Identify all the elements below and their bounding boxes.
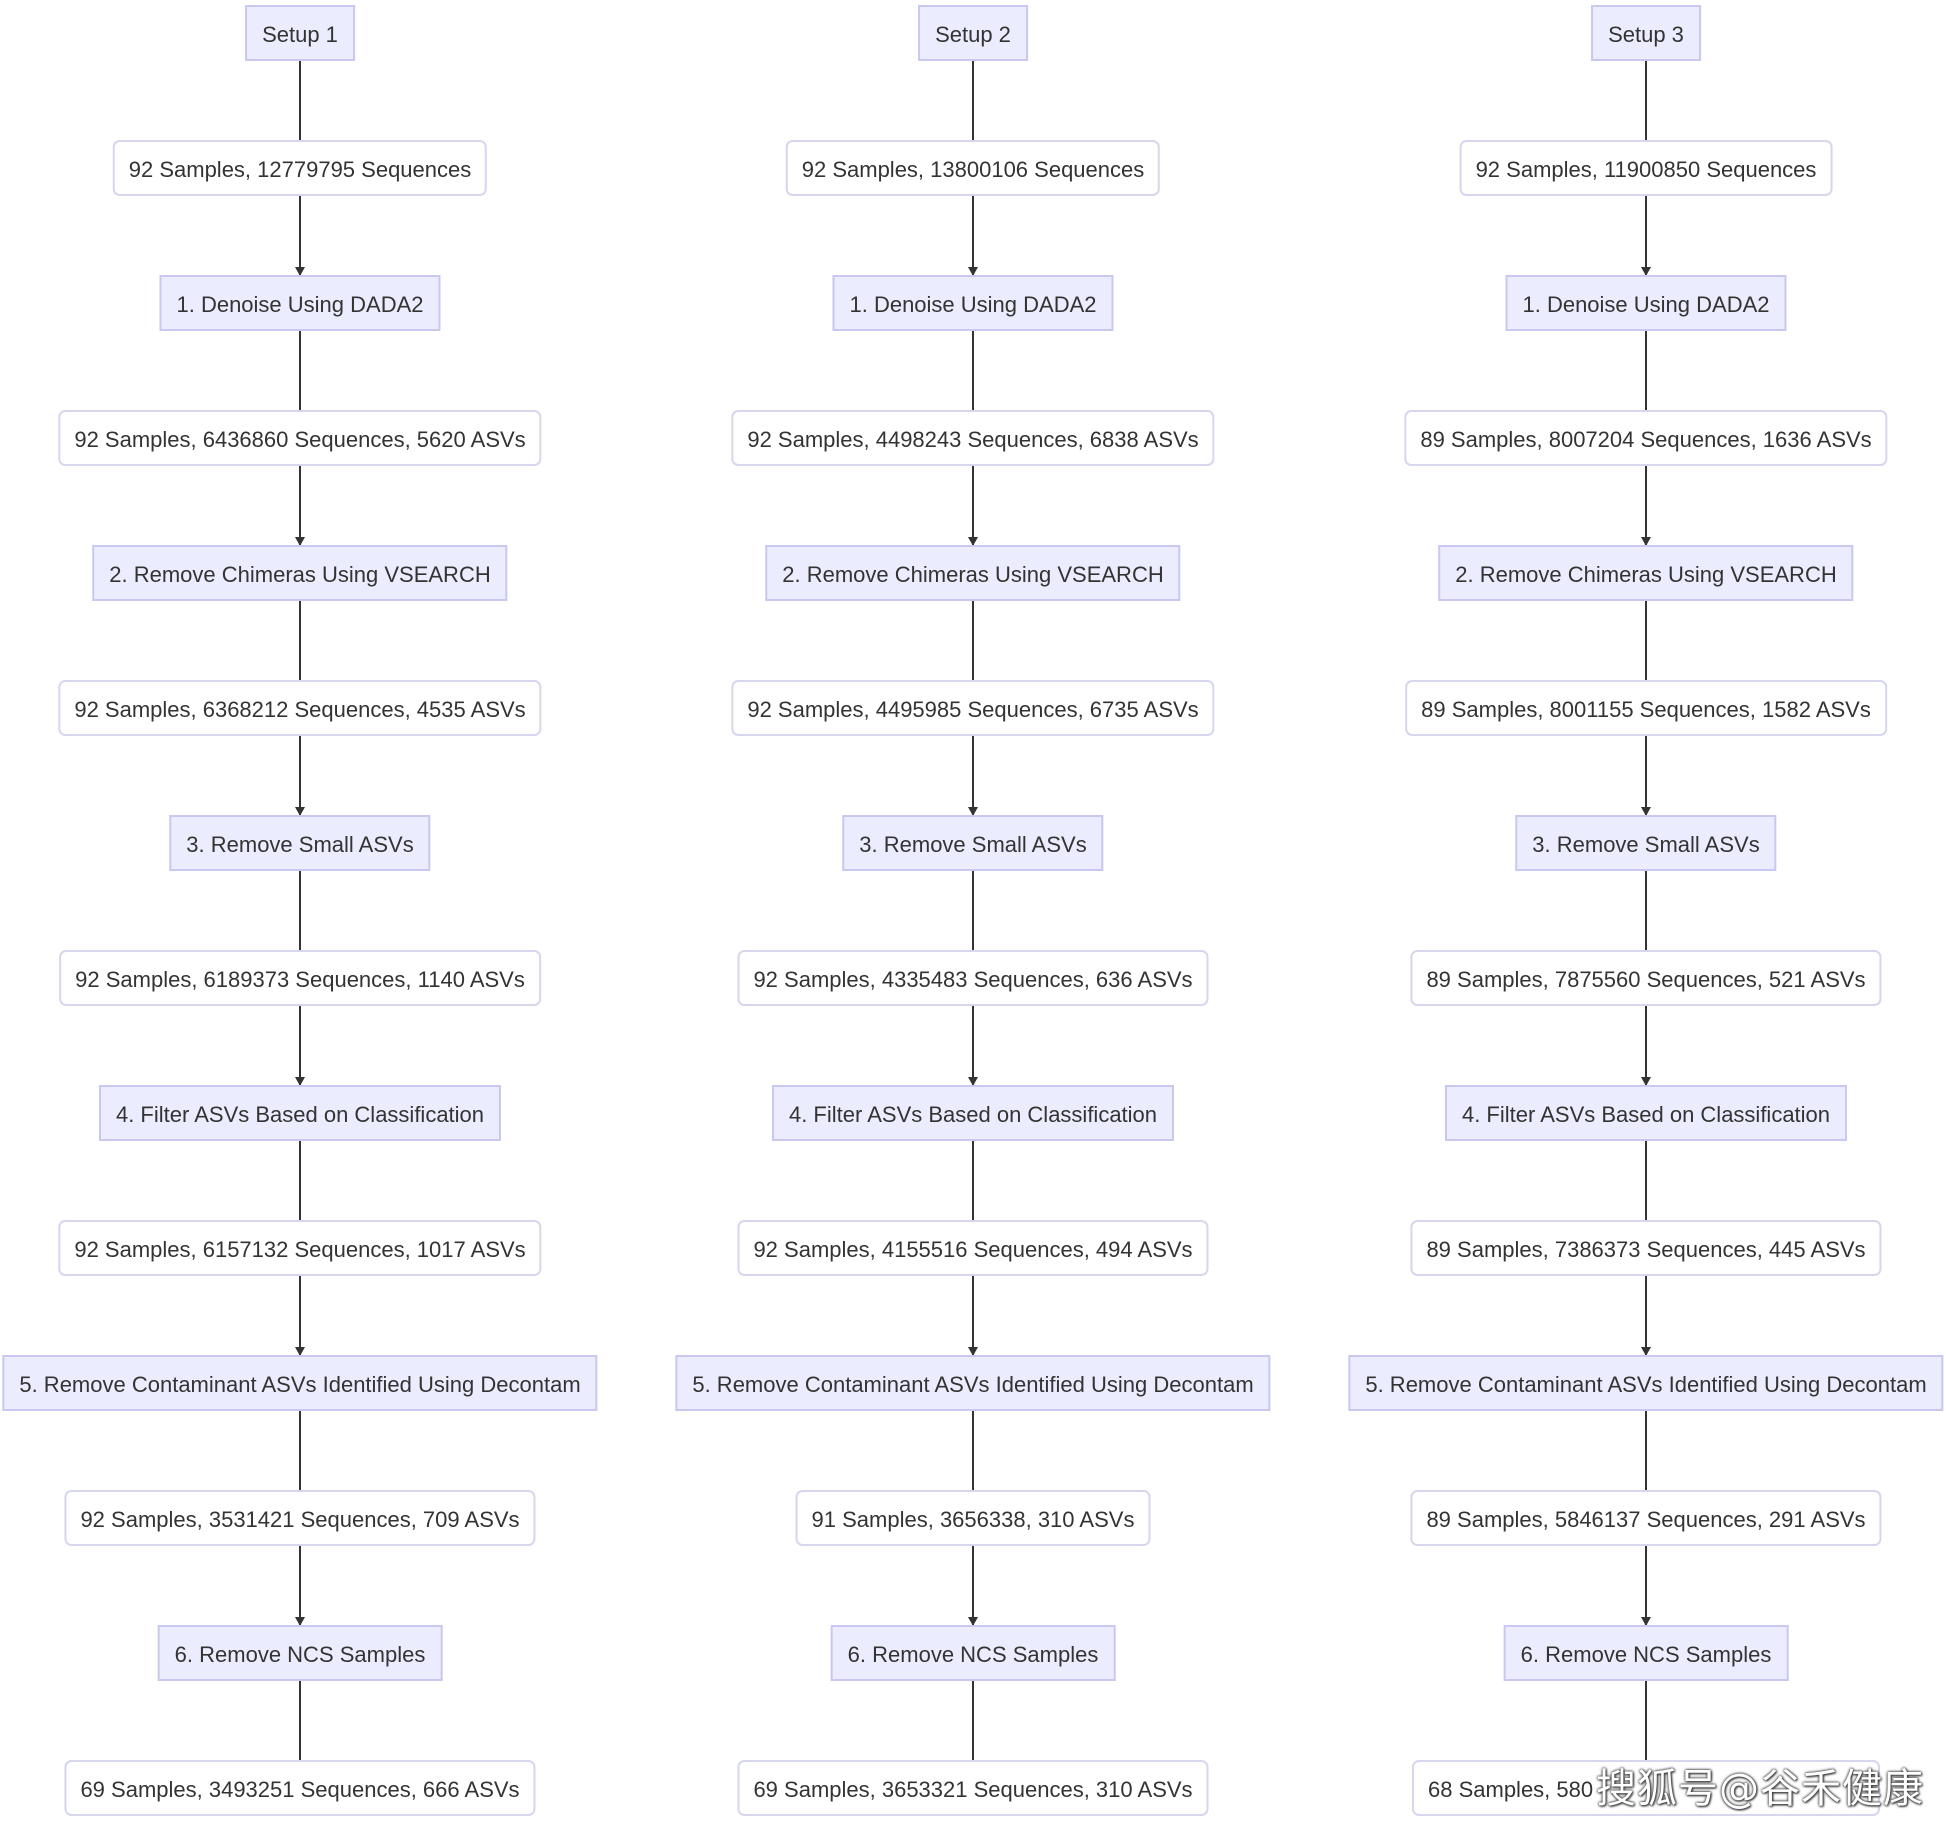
result-count: 89 Samples, 7386373 Sequences, 445 ASVs [1410, 1220, 1882, 1276]
result-count: 89 Samples, 7875560 Sequences, 521 ASVs [1410, 950, 1882, 1006]
step-remove-contaminants: 5. Remove Contaminant ASVs Identified Us… [1348, 1355, 1944, 1411]
setup-column-1: Setup 1 92 Samples, 12779795 Sequences 1… [0, 0, 600, 1821]
setup-title: Setup 2 [918, 5, 1028, 61]
final-count: 68 Samples, 580 [1412, 1760, 1880, 1816]
start-count: 92 Samples, 13800106 Sequences [785, 140, 1161, 196]
edge [972, 1411, 974, 1490]
edge [299, 871, 301, 950]
result-count: 92 Samples, 6189373 Sequences, 1140 ASVs [59, 950, 541, 1006]
setup-title: Setup 3 [1591, 5, 1701, 61]
step-filter-classification: 4. Filter ASVs Based on Classification [98, 1085, 502, 1141]
edge-arrow [1641, 196, 1651, 276]
watermark-text: 搜狐号@谷禾健康 [1596, 1766, 1924, 1812]
result-count: 92 Samples, 4335483 Sequences, 636 ASVs [737, 950, 1209, 1006]
result-count: 89 Samples, 5846137 Sequences, 291 ASVs [1410, 1490, 1882, 1546]
edge [1645, 1411, 1647, 1490]
result-count: 92 Samples, 6157132 Sequences, 1017 ASVs [58, 1220, 542, 1276]
step-filter-classification: 4. Filter ASVs Based on Classification [771, 1085, 1175, 1141]
result-count: 89 Samples, 8001155 Sequences, 1582 ASVs [1405, 680, 1887, 736]
edge-arrow [295, 1006, 305, 1086]
result-count: 89 Samples, 8007204 Sequences, 1636 ASVs [1404, 410, 1888, 466]
step-remove-contaminants: 5. Remove Contaminant ASVs Identified Us… [2, 1355, 598, 1411]
edge [1645, 871, 1647, 950]
edge [972, 61, 974, 140]
edge-arrow [968, 736, 978, 816]
setup-title: Setup 1 [245, 5, 355, 61]
edge [972, 871, 974, 950]
step-remove-ncs-samples: 6. Remove NCS Samples [157, 1625, 443, 1681]
edge-arrow [1641, 1546, 1651, 1626]
start-count: 92 Samples, 12779795 Sequences [112, 140, 488, 196]
step-remove-small-asvs: 3. Remove Small ASVs [842, 815, 1104, 871]
edge [972, 601, 974, 680]
edge-arrow [295, 1276, 305, 1356]
edge [299, 601, 301, 680]
result-count: 92 Samples, 4498243 Sequences, 6838 ASVs [731, 410, 1215, 466]
edge [1645, 331, 1647, 410]
final-count: 69 Samples, 3493251 Sequences, 666 ASVs [64, 1760, 536, 1816]
step-remove-chimeras: 2. Remove Chimeras Using VSEARCH [1438, 545, 1854, 601]
step-filter-classification: 4. Filter ASVs Based on Classification [1444, 1085, 1848, 1141]
step-denoise: 1. Denoise Using DADA2 [1505, 275, 1787, 331]
edge [299, 61, 301, 140]
edge [1645, 601, 1647, 680]
start-count: 92 Samples, 11900850 Sequences [1459, 140, 1833, 196]
edge-arrow [968, 1546, 978, 1626]
step-remove-chimeras: 2. Remove Chimeras Using VSEARCH [765, 545, 1181, 601]
edge [1645, 1141, 1647, 1220]
edge-arrow [968, 466, 978, 546]
step-remove-ncs-samples: 6. Remove NCS Samples [830, 1625, 1116, 1681]
edge [1645, 1681, 1647, 1760]
result-count: 92 Samples, 3531421 Sequences, 709 ASVs [64, 1490, 536, 1546]
edge-arrow [1641, 1276, 1651, 1356]
result-count: 92 Samples, 4495985 Sequences, 6735 ASVs [731, 680, 1215, 736]
result-count: 92 Samples, 4155516 Sequences, 494 ASVs [737, 1220, 1209, 1276]
edge [299, 331, 301, 410]
edge-arrow [968, 1276, 978, 1356]
edge [299, 1411, 301, 1490]
edge-arrow [295, 736, 305, 816]
step-denoise: 1. Denoise Using DADA2 [832, 275, 1114, 331]
edge [972, 331, 974, 410]
edge-arrow [295, 196, 305, 276]
edge-arrow [1641, 736, 1651, 816]
step-denoise: 1. Denoise Using DADA2 [159, 275, 441, 331]
result-count: 92 Samples, 6368212 Sequences, 4535 ASVs [58, 680, 542, 736]
edge-arrow [968, 1006, 978, 1086]
edge [1645, 61, 1647, 140]
edge-arrow [295, 466, 305, 546]
final-count: 69 Samples, 3653321 Sequences, 310 ASVs [737, 1760, 1209, 1816]
step-remove-small-asvs: 3. Remove Small ASVs [169, 815, 431, 871]
setup-column-2: Setup 2 92 Samples, 13800106 Sequences 1… [673, 0, 1273, 1821]
step-remove-small-asvs: 3. Remove Small ASVs [1515, 815, 1777, 871]
edge-arrow [968, 196, 978, 276]
step-remove-chimeras: 2. Remove Chimeras Using VSEARCH [92, 545, 508, 601]
step-remove-ncs-samples: 6. Remove NCS Samples [1503, 1625, 1789, 1681]
edge [972, 1141, 974, 1220]
edge-arrow [1641, 1006, 1651, 1086]
setup-column-3: Setup 3 92 Samples, 11900850 Sequences 1… [1346, 0, 1946, 1821]
edge [972, 1681, 974, 1760]
edge-arrow [1641, 466, 1651, 546]
edge-arrow [295, 1546, 305, 1626]
step-remove-contaminants: 5. Remove Contaminant ASVs Identified Us… [675, 1355, 1271, 1411]
result-count: 91 Samples, 3656338, 310 ASVs [795, 1490, 1151, 1546]
edge [299, 1681, 301, 1760]
edge [299, 1141, 301, 1220]
result-count: 92 Samples, 6436860 Sequences, 5620 ASVs [58, 410, 542, 466]
